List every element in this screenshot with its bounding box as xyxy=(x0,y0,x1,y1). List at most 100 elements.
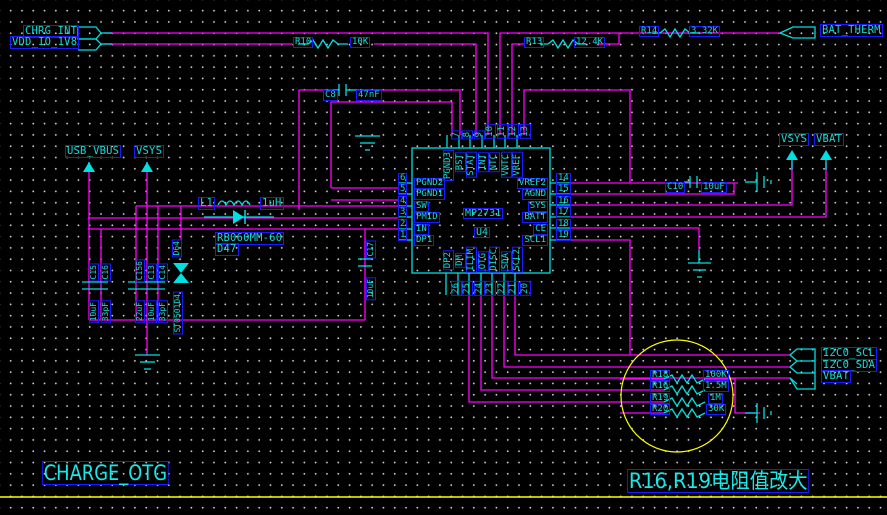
ic-pin-num: 12 xyxy=(508,124,519,139)
d64-ref[interactable]: D64 xyxy=(172,239,182,258)
c17-value[interactable]: 10uF xyxy=(366,277,376,301)
power-usb-vbus-label[interactable]: USB_VBUS xyxy=(65,145,122,158)
d47-value[interactable]: RB060MM-60 xyxy=(215,232,285,245)
port-chrg-int-label[interactable]: CHRG_INT xyxy=(23,25,80,38)
port-vbat-label[interactable]: VBAT xyxy=(821,370,852,383)
ic-part-label[interactable]: MP2731 xyxy=(463,208,504,219)
c8-ref[interactable]: C8 xyxy=(323,90,338,101)
ic-pin-name: STAT xyxy=(466,152,477,178)
sheet-title: CHARGE_OTG xyxy=(42,461,169,485)
c13-value[interactable]: 10uF xyxy=(147,300,157,324)
ic-pin-num: 17 xyxy=(556,207,571,218)
r20-value[interactable]: 30K xyxy=(706,404,727,415)
r20-ref[interactable]: R20 xyxy=(650,404,671,415)
power-vsys-right-label[interactable]: VSYS xyxy=(779,133,810,146)
power-vbat-right-label[interactable]: VBAT xyxy=(814,133,845,146)
r18-value[interactable]: 100K xyxy=(703,370,729,381)
r16-value[interactable]: 1.5M xyxy=(703,381,729,392)
ic-pin-num: 7 xyxy=(451,130,462,140)
ic-pin-name: SYS xyxy=(527,201,548,212)
ic-pin-num: 6 xyxy=(398,173,408,184)
ic-pin-num: 20 xyxy=(520,281,531,296)
d47-ref[interactable]: D47 xyxy=(215,243,239,256)
c156-ref[interactable]: C156 xyxy=(135,259,145,283)
c156-value[interactable]: 22uF xyxy=(135,300,145,324)
port-i2c-shapes xyxy=(789,348,816,390)
wire-chrg-int xyxy=(104,32,489,135)
ic-pin-name: SCL2 xyxy=(512,247,523,273)
c13-ref[interactable]: C13 xyxy=(147,263,157,282)
l1-ref[interactable]: L1 xyxy=(198,197,216,210)
r10-value[interactable]: 10K xyxy=(350,37,371,48)
ic-pin-name: DM xyxy=(455,253,466,268)
power-vsys-left-label[interactable]: VSYS xyxy=(134,145,165,158)
vsys-right-arrow xyxy=(786,150,798,160)
port-i2c-sda-label[interactable]: I2C0_SDA xyxy=(821,359,878,372)
r13-ref[interactable]: R13 xyxy=(524,37,545,48)
r19-body xyxy=(663,396,706,408)
ic-ref-label[interactable]: U4 xyxy=(474,227,491,238)
c-left-plates xyxy=(82,258,372,290)
ic-pin-num: 23 xyxy=(485,281,496,296)
d64-tvs xyxy=(173,263,189,283)
c15-value[interactable]: 10uF xyxy=(89,300,99,324)
wire-r13 xyxy=(511,43,525,135)
ic-pin-num: 8 xyxy=(462,130,473,140)
ic-pin-num: 24 xyxy=(474,281,485,296)
ic-pin-name: DP2 xyxy=(443,250,454,271)
wire-c8 xyxy=(298,89,333,210)
port-bat-therm-label[interactable]: BAT_THERM xyxy=(820,24,883,37)
ic-pin-name: IN xyxy=(414,224,429,235)
r18-body xyxy=(663,373,706,385)
ic-pin-num: 11 xyxy=(497,124,508,139)
sheet-note: R16,R19电阻值改大 xyxy=(627,469,810,493)
port-bat-therm-shape xyxy=(779,26,816,39)
r13-body xyxy=(540,38,586,50)
port-chrg-int-shape xyxy=(77,26,102,40)
c15-ref[interactable]: C15 xyxy=(89,263,99,282)
r18-ref[interactable]: R18 xyxy=(650,370,671,381)
ic-pin-name: SW xyxy=(414,201,429,212)
c10-value[interactable]: 10uF xyxy=(701,182,727,193)
ic-pin-num: 19 xyxy=(556,230,571,241)
ic-pin-num: 9 xyxy=(474,130,485,140)
d64-value[interactable]: ST0501D4 xyxy=(173,292,183,335)
ic-pin-name: OTG xyxy=(478,251,489,272)
r14-value[interactable]: 3.32K xyxy=(689,26,721,37)
c16-ref[interactable]: C16 xyxy=(101,263,111,282)
r19-value[interactable]: 1M xyxy=(708,393,723,404)
r20-body xyxy=(663,407,706,419)
d47-diode xyxy=(233,210,244,224)
r13-value[interactable]: 12.4K xyxy=(574,37,606,48)
c17-ref[interactable]: C17 xyxy=(366,240,376,259)
port-vdd-io-label[interactable]: VDD_IO_1V8 xyxy=(10,36,80,49)
wire-vdd-io-b xyxy=(374,43,477,135)
highlight-circle xyxy=(620,339,734,453)
usb-vbus-arrow xyxy=(83,162,95,172)
ic-pin-num: 10 xyxy=(485,124,496,139)
wire-vref xyxy=(523,89,631,183)
c14-ref[interactable]: C14 xyxy=(158,263,168,282)
c10-ref[interactable]: C10 xyxy=(665,182,686,193)
c8-value[interactable]: 47nF xyxy=(356,90,382,101)
ic-pin-num: 25 xyxy=(462,281,473,296)
wire-agnd xyxy=(570,183,735,195)
r10-body xyxy=(298,38,348,50)
ic-pin-name: DISC xyxy=(489,247,500,273)
r16-ref[interactable]: R16 xyxy=(650,381,671,392)
c14-value[interactable]: 33pF xyxy=(158,300,168,324)
l1-value[interactable]: 1uH xyxy=(260,197,284,210)
r14-ref[interactable]: R14 xyxy=(639,26,660,37)
wire-gnd-c8 xyxy=(330,101,453,188)
r19-ref[interactable]: R19 xyxy=(650,393,671,404)
r14-body xyxy=(652,27,700,39)
ic-pin-num: 14 xyxy=(556,173,571,184)
wire-otg xyxy=(480,295,620,391)
vsys-left-arrow xyxy=(141,162,153,172)
ic-pin-name: VNTC xyxy=(501,152,512,178)
ic-pin-name: BST xyxy=(455,152,466,173)
ic-pin-name: PGND1 xyxy=(414,189,446,200)
r10-ref[interactable]: R10 xyxy=(293,37,314,48)
c16-value[interactable]: 33pF xyxy=(101,300,111,324)
